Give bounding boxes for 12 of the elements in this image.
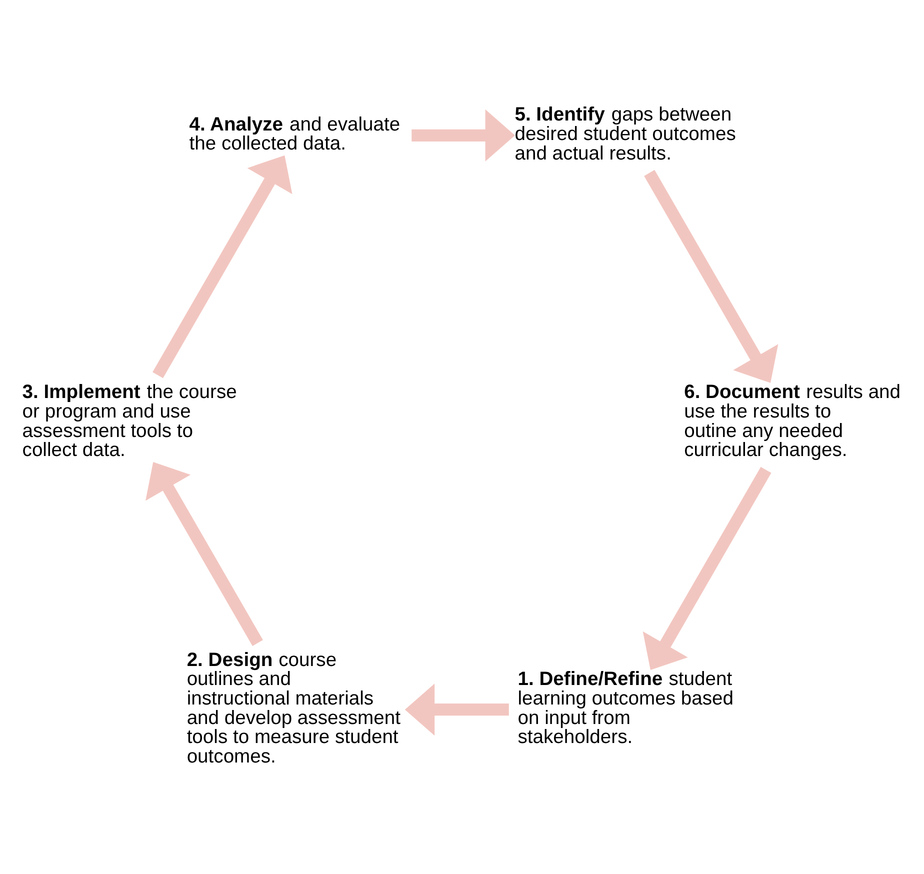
arrow <box>411 109 514 162</box>
node-text: 1. Define/Refine student learning outcomes based on input from stakeholders. <box>517 669 734 748</box>
node-text: 5. Identify gaps between desired student outcomes and actual results. <box>514 104 736 164</box>
node-text: 6. Document results and use the results to outine any needed curricular changes. <box>684 382 900 462</box>
node-text: 4. Analyze and evaluate the collected data. <box>188 114 400 155</box>
arrow <box>644 170 778 383</box>
node-text: 3. Implement the course or program and use assessment tools to collect data. <box>22 382 236 462</box>
arrow <box>152 155 292 378</box>
arrow <box>145 462 262 646</box>
arrow <box>404 684 508 736</box>
arrow <box>642 466 771 670</box>
node-text: 2. Design course outlines and instructional materials and develop assessment tools to measure student outcomes. <box>186 650 400 768</box>
